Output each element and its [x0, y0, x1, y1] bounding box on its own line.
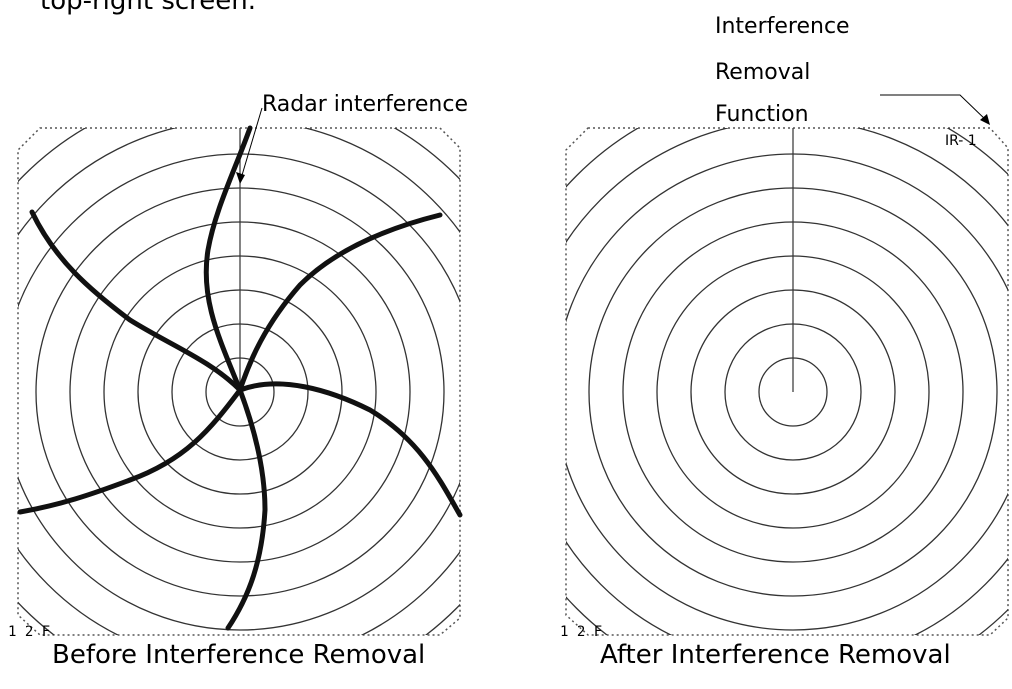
- after-caption: After Interference Removal: [600, 640, 951, 670]
- function-leader-line: [880, 94, 989, 123]
- before-caption: Before Interference Removal: [52, 640, 426, 670]
- function-label-line3: Function: [715, 102, 809, 127]
- before-range-rings: [18, 128, 460, 635]
- after-screen-border: [565, 127, 1009, 636]
- before-radar-screen: 1 2 F: [8, 107, 463, 640]
- radar-interference-label: Radar interference: [262, 92, 468, 117]
- before-interference-streaks: [17, 125, 463, 631]
- header-fragment-text: top-right screen.: [40, 0, 257, 16]
- radar-interference-arrowhead: [236, 172, 245, 184]
- after-range-mark: 1 2 F: [560, 624, 602, 640]
- function-leader-arrowhead: [980, 114, 990, 125]
- ir-indicator: IR- 1: [945, 133, 977, 149]
- function-label-line1: Interference: [715, 14, 850, 39]
- before-range-mark: 1 2 F: [8, 624, 50, 640]
- function-label-line2: Removal: [715, 60, 811, 85]
- radar-interference-leader: [239, 107, 263, 183]
- after-radar-screen: IR- 1 1 2 F: [560, 94, 1009, 640]
